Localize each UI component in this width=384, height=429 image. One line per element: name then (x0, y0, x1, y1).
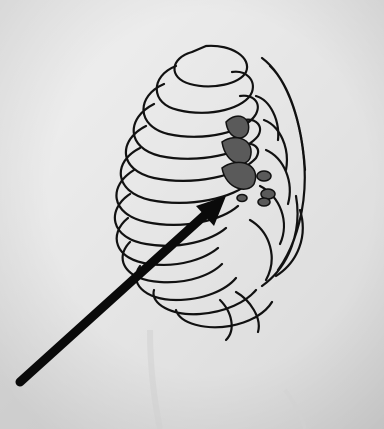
shaded-segment (257, 171, 271, 181)
shaded-segment (237, 195, 247, 202)
shaded-segment (258, 198, 270, 206)
